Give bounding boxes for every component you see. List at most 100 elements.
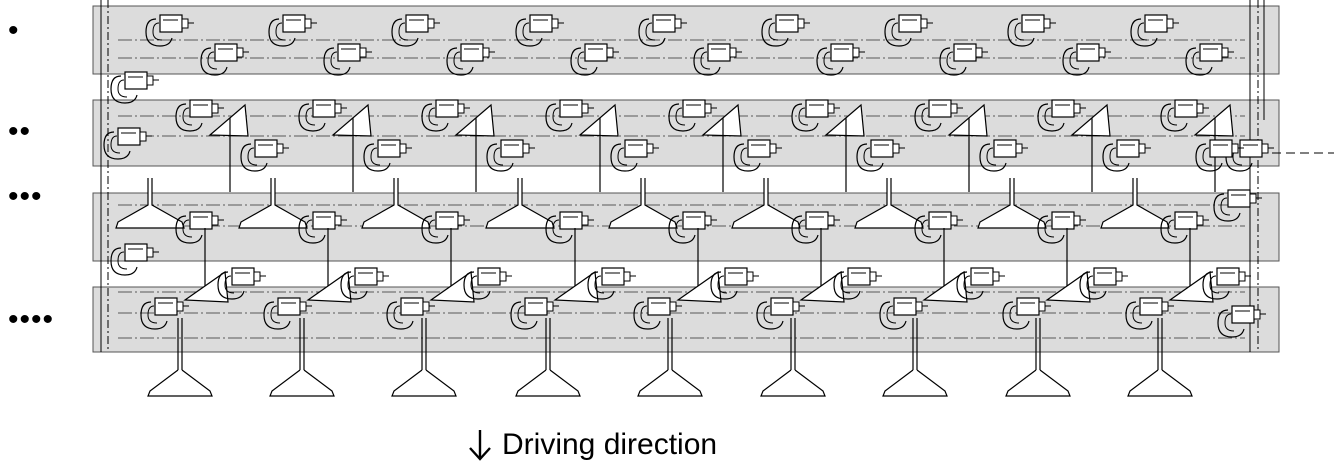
assembly-row2: [421, 99, 535, 192]
support-triangle: [429, 270, 475, 303]
clamp-box: [1231, 305, 1255, 324]
clamp-box: [1093, 267, 1117, 286]
hook: [1185, 47, 1213, 76]
hook-inner: [840, 275, 851, 294]
hook: [1037, 215, 1065, 244]
support-triangle: [208, 103, 249, 137]
hook-inner: [921, 107, 932, 126]
bolt-head: [892, 143, 900, 154]
hook-inner: [182, 107, 193, 126]
rail-section: [731, 178, 801, 229]
bolt-head: [176, 301, 184, 312]
bolt-head: [499, 271, 507, 282]
rail-flange: [1127, 369, 1193, 397]
hook-inner: [617, 147, 628, 166]
clamp-box: [477, 267, 501, 286]
hook: [610, 143, 638, 172]
hook-inner: [552, 219, 563, 238]
assembly-row3: [608, 178, 717, 300]
guide-lines: [100, 0, 1334, 352]
assembly-row2: [1037, 99, 1151, 192]
hook: [545, 103, 573, 132]
bolt-head: [253, 271, 261, 282]
bolt-head: [457, 215, 465, 226]
clamp-box: [1051, 211, 1075, 230]
row-label-1: •: [8, 14, 20, 47]
support-triangle: [306, 270, 352, 303]
hook: [486, 143, 514, 172]
clamp-box: [500, 139, 524, 158]
hook: [145, 18, 173, 47]
clamp-box: [898, 14, 922, 33]
rail-section: [115, 178, 185, 229]
assembly-row1: [268, 14, 372, 76]
clamp-box: [559, 211, 583, 230]
hook-inner: [152, 22, 163, 41]
support-triangle: [578, 103, 619, 137]
hook: [110, 247, 138, 276]
clamp-box: [159, 14, 183, 33]
hook: [1217, 309, 1245, 338]
hook: [979, 143, 1007, 172]
clamp-box: [154, 297, 178, 316]
row-label-2: ••: [8, 115, 32, 148]
hook: [668, 215, 696, 244]
hook-inner: [270, 305, 281, 324]
hook: [240, 143, 268, 172]
rail-section: [854, 178, 924, 229]
hook-inner: [1137, 22, 1148, 41]
clamp-box: [830, 43, 854, 62]
hook-inner: [1014, 22, 1025, 41]
hook-inner: [552, 107, 563, 126]
clamp-box: [435, 99, 459, 118]
clamp-box: [893, 297, 917, 316]
hook-inner: [393, 305, 404, 324]
hook-inner: [740, 147, 751, 166]
hook: [1062, 47, 1090, 76]
hook: [515, 18, 543, 47]
hook: [1125, 301, 1153, 330]
clamp-box: [724, 267, 748, 286]
assembly-row4: [263, 267, 389, 330]
hook-inner: [886, 305, 897, 324]
rail-flange: [391, 369, 457, 397]
bolt-head: [669, 301, 677, 312]
hook: [110, 75, 138, 104]
hook: [391, 18, 419, 47]
clamp-box: [1144, 14, 1168, 33]
clamp-box: [1209, 139, 1233, 158]
support-triangle: [454, 103, 495, 137]
clamp-box: [524, 297, 548, 316]
hook: [1079, 271, 1107, 300]
assembly-row3-extra: [1213, 189, 1262, 222]
assembly-row2: [175, 99, 289, 192]
hook-inner: [370, 147, 381, 166]
bolt-head: [606, 47, 614, 58]
assembly-row3: [115, 178, 224, 300]
assembly-row4: [879, 267, 1005, 330]
clamp-box: [405, 14, 429, 33]
rail-section: [1100, 178, 1170, 229]
hook-inner: [1209, 275, 1220, 294]
hook-inner: [453, 51, 464, 70]
hook-inner: [1109, 147, 1120, 166]
clamp-box: [584, 43, 608, 62]
hook-inner: [470, 275, 481, 294]
clamp-box: [682, 211, 706, 230]
rail-flange: [269, 369, 335, 397]
bolt-head: [211, 103, 219, 114]
hook-inner: [1167, 107, 1178, 126]
hook-inner: [594, 275, 605, 294]
clamp-box: [559, 99, 583, 118]
rail-section: [238, 178, 308, 229]
rail-flange: [637, 369, 703, 397]
assembly-row1: [145, 14, 249, 76]
hook: [914, 103, 942, 132]
support-triangle: [331, 103, 372, 137]
clamp-box: [117, 127, 141, 146]
bolt-head: [1261, 143, 1269, 154]
support-triangle: [1070, 103, 1111, 137]
hook: [833, 271, 861, 300]
assembly-row3: [977, 178, 1086, 300]
